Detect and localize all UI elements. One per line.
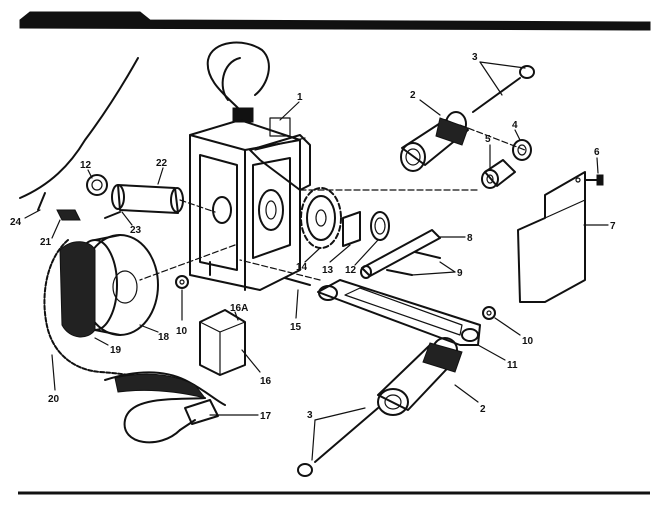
nut-part-4 [512,139,532,161]
axle-tube-part-22 [111,184,184,214]
crank-handle-part-11 [317,279,481,346]
cotter-pin-part-24 [37,192,46,211]
leader-lines [24,61,609,461]
label-20: 20 [48,394,60,405]
bolt-part-3-top [472,65,535,113]
label-9: 9 [457,268,463,279]
label-16: 16 [260,376,272,387]
drive-socket-part-2-bottom [377,337,463,416]
label-16a: 16A [230,303,248,314]
frame-housing-part-1 [189,41,311,291]
spacer-part-13 [342,211,361,247]
label-18: 18 [158,332,170,343]
retaining-ring-part-12-right [370,211,390,241]
label-3-top: 3 [472,52,478,63]
shaft-part-8 [360,229,441,279]
hook-part-17 [104,371,226,444]
alignment-lines [139,124,526,281]
pin-part-23 [104,211,121,219]
clip-part-21 [56,209,81,221]
label-8: 8 [467,233,473,244]
top-border [19,11,651,31]
label-4: 4 [512,120,518,131]
label-12-left: 12 [80,160,92,171]
part-labels: 1 2 3 4 5 6 7 8 9 10 10 11 12 12 13 14 1… [10,52,616,422]
gear-part-14 [300,187,342,249]
label-2-bottom: 2 [480,404,486,415]
label-21: 21 [40,237,52,248]
pin-part-15 [284,277,311,286]
label-1: 1 [297,92,303,103]
cable-part-19 [59,241,96,338]
bushing-part-5 [481,159,516,189]
bolt-part-3-bottom [297,407,379,477]
pins-part-9 [386,251,441,276]
cover-plate-part-7 [517,171,586,303]
label-15: 15 [290,322,302,333]
label-12-right: 12 [345,265,357,276]
screw-part-6 [584,174,604,186]
label-2-top: 2 [410,90,416,101]
nut-part-10-left [175,275,189,289]
label-13: 13 [322,265,334,276]
label-5: 5 [485,134,491,145]
label-10-right: 10 [522,336,534,347]
label-11: 11 [507,360,518,371]
label-3-bottom: 3 [307,410,313,421]
label-17: 17 [260,411,272,422]
label-7: 7 [610,221,616,232]
label-14: 14 [296,262,308,273]
label-19: 19 [110,345,122,356]
vehicle-outline [19,57,139,199]
label-10-left: 10 [176,326,188,337]
brake-block-part-16 [199,309,246,376]
label-24: 24 [10,217,22,228]
label-22: 22 [156,158,168,169]
nut-part-10-right [482,306,496,320]
label-23: 23 [130,225,142,236]
retaining-ring-part-12-left [86,174,108,196]
label-6: 6 [594,147,600,158]
drive-socket-part-2-top [400,111,469,172]
